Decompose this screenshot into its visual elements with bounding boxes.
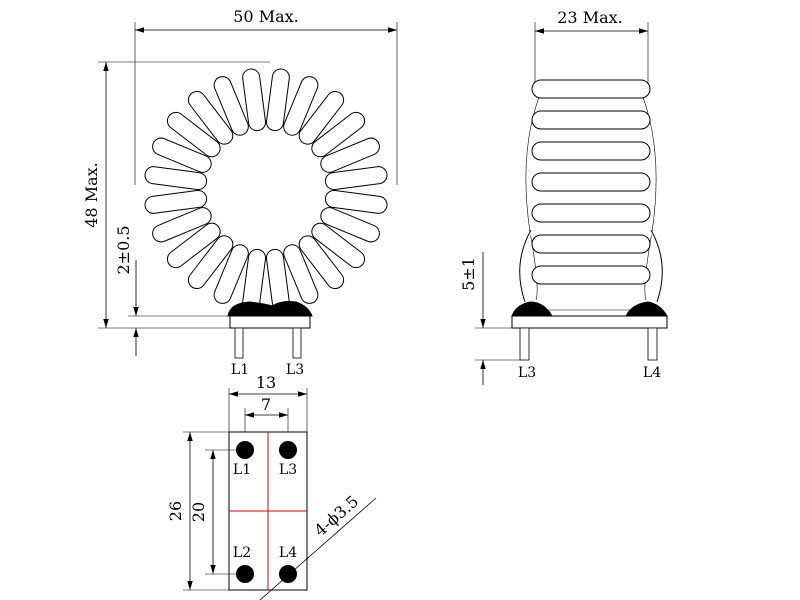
toroid-turn <box>144 189 208 214</box>
toroid-turn <box>166 111 221 158</box>
side-turn <box>531 234 651 254</box>
toroid-turn <box>320 137 380 173</box>
toroid-turn <box>187 90 234 145</box>
front-standoff-label: 2±0.5 <box>114 225 133 274</box>
side-solder-blob-left <box>511 301 553 317</box>
hole-leader <box>259 497 377 600</box>
bottom-width-label: 13 <box>256 373 276 392</box>
side-pin-length-label: 5±1 <box>459 257 478 291</box>
side-turn <box>531 141 651 161</box>
bottom-pin-label-l1: L1 <box>233 462 251 478</box>
front-height-label: 48 Max. <box>82 162 101 227</box>
toroid-turn <box>152 207 212 243</box>
toroid-turn <box>265 68 290 132</box>
toroid-turn <box>311 111 366 158</box>
front-width-label: 50 Max. <box>233 7 298 26</box>
toroid-turn <box>213 244 249 304</box>
toroid-turn <box>242 68 267 132</box>
toroid-turn <box>324 189 388 214</box>
side-turn <box>531 79 651 99</box>
pin-hole-l1 <box>236 441 254 459</box>
front-pin-label-left: L1 <box>231 362 249 378</box>
toroid-turn <box>166 222 221 269</box>
bottom-length-label: 26 <box>166 501 185 521</box>
side-turn <box>531 265 651 285</box>
bottom-pin-spacing-label: 7 <box>261 395 271 414</box>
toroid-turn <box>298 235 345 290</box>
front-view: 50 Max. 48 Max. 2±0.5 L1 L3 <box>82 7 398 378</box>
pin-hole-l3 <box>279 441 297 459</box>
side-width-label: 23 Max. <box>557 8 622 27</box>
bottom-pin-row-label: 20 <box>189 502 208 522</box>
toroid-turn <box>283 244 319 304</box>
toroid-turn <box>144 166 208 191</box>
side-pin-right <box>647 327 658 361</box>
side-windings <box>531 79 651 285</box>
pin-hole-l2 <box>236 565 254 583</box>
side-view: 23 Max. L3 L4 5±1 <box>459 8 668 385</box>
toroid-turn <box>213 76 249 136</box>
front-solder-blob <box>227 301 313 317</box>
front-pin-label-right: L3 <box>286 362 304 378</box>
front-pin-left <box>234 327 244 359</box>
bottom-view: 13 7 26 20 L1 L3 L2 L4 4-ϕ3.5 <box>166 373 377 600</box>
toroid-turn <box>311 222 366 269</box>
side-turn <box>531 203 651 223</box>
side-turn <box>531 110 651 130</box>
side-pin-label-right: L4 <box>643 365 661 381</box>
toroid-windings <box>144 68 388 312</box>
toroid-turn <box>152 137 212 173</box>
front-pin-right <box>292 327 302 359</box>
bottom-pin-label-l4: L4 <box>279 545 297 561</box>
bottom-pin-label-l3: L3 <box>279 462 297 478</box>
side-base <box>511 315 668 329</box>
front-base <box>229 315 311 329</box>
side-solder-blob-right <box>625 301 668 317</box>
side-turn <box>531 172 651 192</box>
toroid-turn <box>187 235 234 290</box>
side-pin-label-left: L3 <box>518 365 536 381</box>
toroid-turn <box>320 207 380 243</box>
toroid-turn <box>298 90 345 145</box>
toroid-turn <box>283 76 319 136</box>
bottom-pin-label-l2: L2 <box>233 545 251 561</box>
side-pin-left <box>519 327 530 361</box>
toroid-turn <box>324 166 388 191</box>
